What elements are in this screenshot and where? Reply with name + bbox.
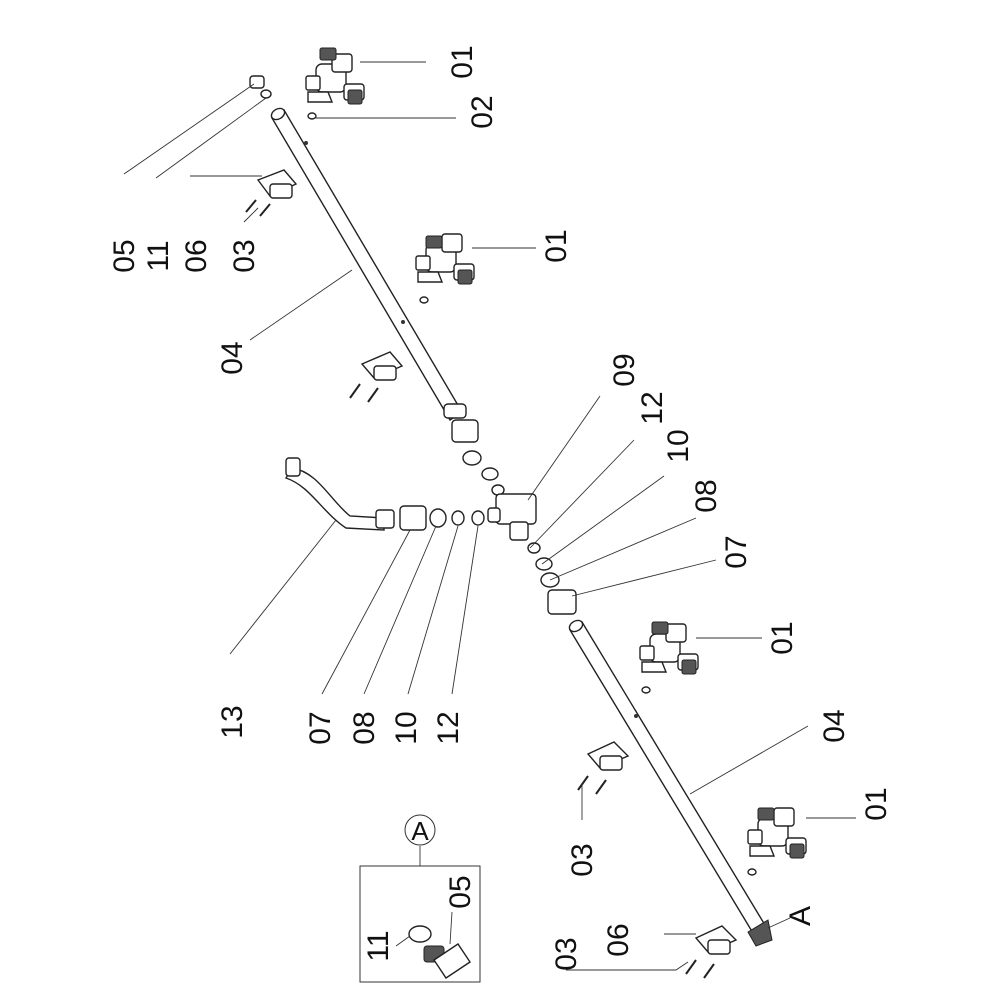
label-13: 13 — [216, 705, 249, 738]
label-12-a: 12 — [636, 391, 669, 424]
label-04-a: 04 — [216, 341, 249, 374]
label-03-c: 03 — [550, 937, 583, 970]
nozzle-body-mid — [415, 233, 475, 285]
nozzle-body-top — [305, 47, 365, 105]
nozzle-body-bottom — [747, 807, 807, 859]
detail-ref-a: A — [784, 906, 817, 926]
center-fittings — [443, 403, 577, 615]
label-03-b: 03 — [566, 843, 599, 876]
label-05-a: 05 — [108, 239, 141, 272]
pipe-clamps — [256, 169, 738, 955]
label-10-b: 10 — [390, 711, 423, 744]
nozzle-body-lower — [639, 621, 699, 675]
label-08-a: 08 — [690, 479, 723, 512]
label-11-b: 11 — [362, 930, 395, 961]
label-09: 09 — [608, 353, 641, 386]
part-labels: 01 02 01 05 11 06 03 04 09 12 10 08 07 0… — [108, 45, 893, 970]
screws — [245, 199, 715, 979]
leader-lines — [123, 61, 856, 971]
detail-box-a: A — [359, 814, 481, 983]
label-04-b: 04 — [818, 709, 851, 742]
label-08-b: 08 — [348, 711, 381, 744]
label-07-a: 07 — [720, 535, 753, 568]
lower-boom-pipe — [568, 619, 773, 947]
label-02: 02 — [466, 95, 499, 128]
label-01-c: 01 — [766, 621, 799, 654]
nozzle-orings — [307, 112, 757, 876]
label-01-d: 01 — [860, 787, 893, 820]
label-03-a: 03 — [228, 239, 261, 272]
end-cap-plug — [249, 75, 272, 99]
feed-hose — [284, 457, 485, 531]
label-06-b: 06 — [602, 923, 635, 956]
label-07-b: 07 — [304, 711, 337, 744]
label-01-b: 01 — [540, 229, 573, 262]
label-05-b: 05 — [444, 875, 477, 908]
detail-box-title: A — [411, 816, 429, 846]
label-12-b: 12 — [432, 711, 465, 744]
label-11-a: 11 — [142, 240, 175, 271]
label-10-a: 10 — [662, 429, 695, 462]
tee-junction — [487, 493, 537, 541]
label-06-a: 06 — [180, 239, 213, 272]
label-01-a: 01 — [446, 45, 479, 78]
